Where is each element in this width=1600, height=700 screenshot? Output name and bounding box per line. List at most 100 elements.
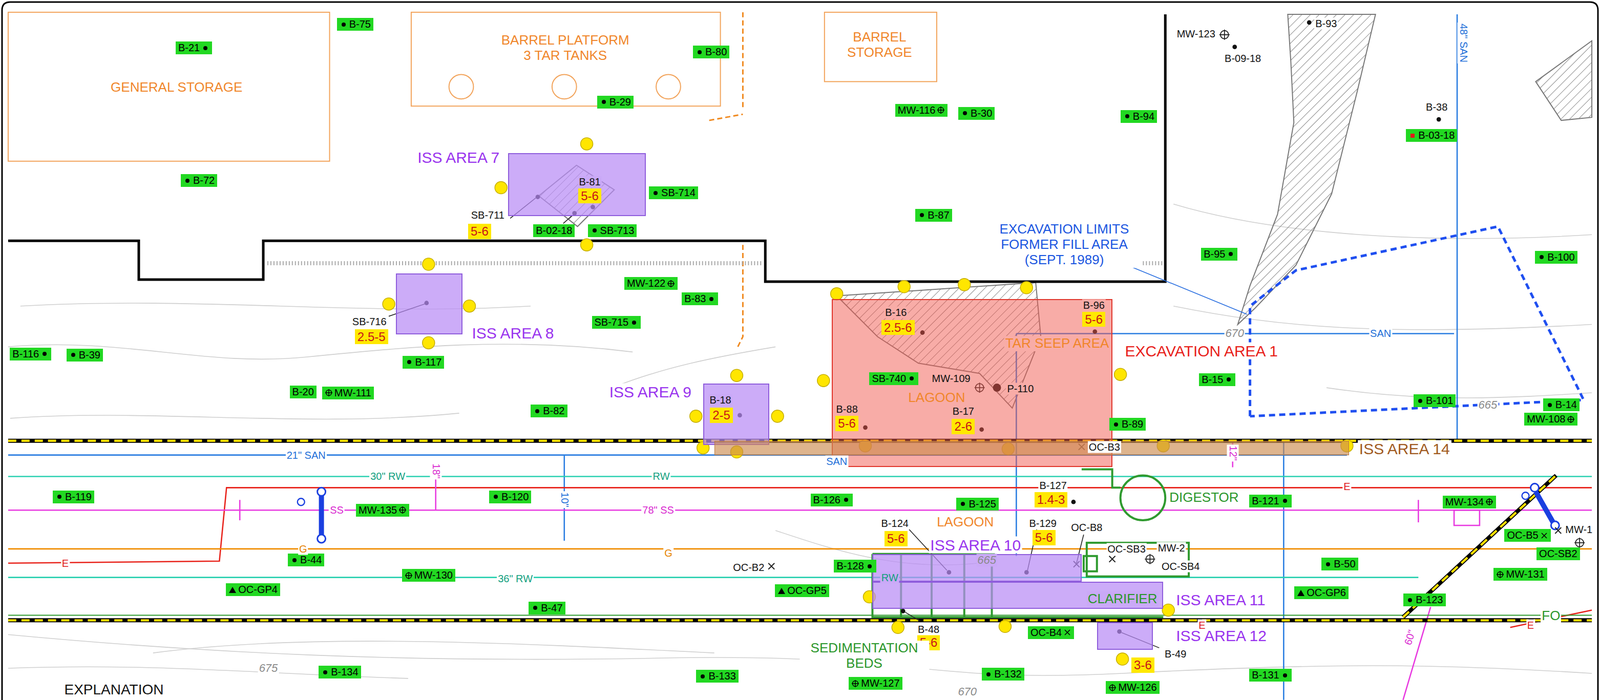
tag-text: MW-122 [626, 277, 666, 290]
iss-marker [382, 298, 395, 311]
boring-tag: OC-B5 [1504, 529, 1551, 542]
tag-text: MW-111 [334, 387, 372, 399]
map-symbol [1545, 401, 1554, 410]
boring-tag: SB-740 [869, 372, 919, 386]
boring-tag: B-21 [175, 41, 213, 55]
map-symbol [339, 20, 348, 29]
depth-text: 3-6 [1133, 658, 1152, 672]
map-symbol [1108, 683, 1117, 692]
map-symbol [1297, 590, 1305, 597]
boring-label: B-129 [1027, 517, 1058, 530]
map-symbol [55, 492, 64, 501]
map-symbol [1280, 671, 1290, 680]
gas-line [8, 548, 1592, 551]
tag-text: OC-SB2 [1539, 548, 1577, 560]
depth-text: 1.4-3 [1037, 492, 1066, 507]
map-symbol [697, 50, 702, 55]
tag-text: B-128 [836, 560, 864, 573]
rail-line [8, 440, 1592, 621]
water-line-label: RW [651, 470, 671, 483]
map-symbol [57, 494, 62, 499]
area-heading: EXCAVATION AREA 1 [1123, 342, 1280, 360]
boring-tag: OC-SB2 [1536, 547, 1580, 561]
map-symbol [228, 586, 237, 594]
iss-area: ISS AREA 12 [1097, 622, 1154, 650]
depth-text: 5-6 [837, 416, 856, 431]
map-symbol [919, 213, 924, 218]
tag-text: B-126 [813, 494, 841, 507]
boring-label: B-18 [708, 394, 732, 407]
map-symbol [592, 228, 597, 233]
map-symbol [844, 497, 849, 502]
map-symbol [1226, 249, 1235, 259]
map-symbol [398, 506, 407, 515]
well-tag: MW-134 [1442, 495, 1497, 509]
leader-line [563, 215, 573, 224]
tag-text: B-94 [1132, 110, 1155, 123]
building-outline [8, 14, 1166, 282]
map-symbol [1325, 562, 1331, 567]
storm-sewer [1417, 499, 1420, 523]
tag-text: B-15 [1201, 373, 1224, 386]
map-symbol [937, 106, 945, 114]
area-heading: ISS AREA 8 [470, 324, 556, 342]
railroad-track [267, 261, 764, 266]
depth-interval: 2.5-6 [881, 320, 915, 336]
depth-interval: 2-6 [951, 418, 975, 435]
map-symbol [69, 350, 78, 360]
tag-text: OC-GP5 [787, 584, 827, 597]
map-symbol [325, 389, 333, 397]
map-symbol [1282, 673, 1288, 678]
map-symbol [40, 349, 49, 359]
boring-label: B-127 [1038, 479, 1068, 492]
storage-outline [824, 12, 937, 82]
boring-tag: SB-715 [592, 316, 642, 329]
depth-text: 2.5-6 [883, 320, 913, 335]
storage-outline [449, 74, 474, 99]
map-symbol [599, 97, 608, 107]
map-symbol [1496, 570, 1505, 579]
boring-tag: B-50 [1321, 557, 1358, 571]
map-symbol [666, 279, 676, 288]
water-line-label: 30" RW [369, 470, 407, 483]
map-symbol [1108, 683, 1117, 692]
boring-tag: B-39 [66, 348, 103, 362]
boring-label: OC-B3 [1087, 440, 1122, 453]
map-symbol [1407, 598, 1413, 603]
map-symbol [1108, 684, 1117, 692]
map-symbol [404, 571, 413, 580]
iss-marker [897, 280, 911, 293]
map-symbol [590, 226, 599, 235]
boring-tag: B-87 [915, 208, 952, 222]
map-symbol [1282, 498, 1288, 503]
tag-text: B-20 [292, 386, 314, 398]
excavation-limit [1250, 226, 1584, 417]
map-symbol [651, 188, 660, 198]
map-symbol [960, 501, 965, 507]
electric-line-label: E [60, 557, 70, 570]
boring-label: SB-716 [351, 315, 388, 328]
raw-water-line [8, 576, 1419, 579]
well-tag: MW-135 [355, 503, 410, 517]
tag-text: B-100 [1547, 251, 1575, 264]
map-symbol [709, 297, 714, 302]
map-symbol [777, 586, 786, 596]
map-symbol [777, 586, 786, 596]
green-structure [1083, 556, 1098, 572]
tag-text: B-119 [65, 491, 92, 503]
tag-text: MW-116 [897, 104, 936, 117]
map-symbol [1485, 497, 1494, 507]
boring-tag: OC-GP6 [1294, 586, 1349, 600]
map-symbol [917, 211, 926, 220]
boring-tag: B-82 [530, 404, 567, 418]
map-symbol [533, 407, 542, 416]
tag-text: SB-715 [594, 316, 629, 329]
tag-text: B-120 [501, 491, 529, 503]
map-symbol [707, 295, 716, 304]
raw-water-line [8, 475, 1592, 478]
tag-text: B-44 [300, 554, 322, 566]
iss-marker [422, 336, 435, 349]
map-symbol [590, 226, 599, 235]
boring-tag: B-95 [1201, 247, 1238, 261]
